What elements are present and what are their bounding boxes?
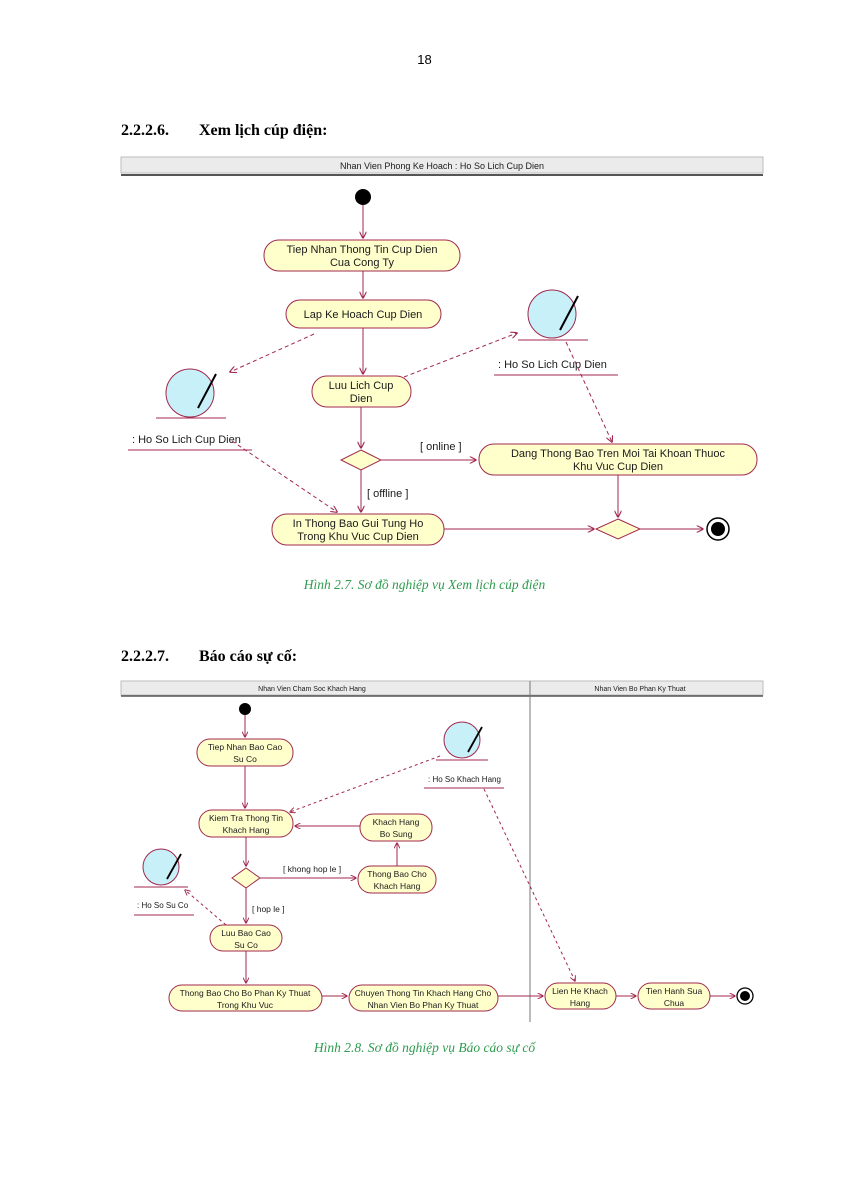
- action-label: Khach Hang: [223, 825, 270, 835]
- action-label: Luu Bao Cao: [221, 928, 271, 938]
- action-label: Hang: [570, 998, 591, 1008]
- action-label: Bo Sung: [380, 829, 413, 839]
- swimlane-label: Nhan Vien Phong Ke Hoach : Ho So Lich Cu…: [340, 161, 544, 171]
- action-khach-hang-bo-sung: [359, 813, 433, 842]
- action-label: Dang Thong Bao Tren Moi Tai Khoan Thuoc: [511, 448, 726, 460]
- action-label: Tiep Nhan Thong Tin Cup Dien: [286, 244, 437, 256]
- action-label: Thong Bao Cho: [367, 869, 427, 879]
- page-number: 18: [417, 52, 432, 67]
- swimlane-header: [120, 680, 764, 696]
- action-label: Cua Cong Ty: [330, 257, 395, 269]
- decision-node: [339, 449, 383, 471]
- object-icon: [527, 289, 577, 339]
- action-label: Dien: [350, 393, 373, 405]
- object-icon: [443, 721, 481, 759]
- object-ho-so-lich-right: : Ho So Lich Cup Dien: [498, 359, 607, 371]
- guard-offline: [ offline ]: [367, 488, 408, 500]
- section-heading-xem-lich: 2.2.2.6. Xem lịch cúp điện:: [121, 122, 327, 140]
- section-title: Báo cáo sự cố:: [199, 648, 298, 665]
- action-label: Lien He Khach: [552, 986, 608, 996]
- activity-diagram-xem-lich: Nhan Vien Phong Ke Hoach : Ho So Lich Cu…: [120, 156, 764, 546]
- action-label: Tiep Nhan Bao Cao: [208, 742, 283, 752]
- action-label: Thong Bao Cho Bo Phan Ky Thuat: [180, 988, 311, 998]
- swimlane-header: [120, 156, 764, 174]
- activity-diagram-bao-cao-su-co: Nhan Vien Cham Soc Khach Hang Nhan Vien …: [120, 680, 764, 1022]
- decision-node: [231, 867, 261, 889]
- section-heading-bao-cao: 2.2.2.7. Báo cáo sự cố:: [121, 648, 297, 666]
- action-label: Su Co: [234, 940, 258, 950]
- action-label: Tien Hanh Sua: [646, 986, 703, 996]
- swimlane-label-left: Nhan Vien Cham Soc Khach Hang: [258, 686, 366, 693]
- action-label: Trong Khu Vuc Cup Dien: [297, 531, 418, 543]
- figure-caption-2-7: Hình 2.7. Sơ đồ nghiệp vụ Xem lịch cúp đ…: [303, 577, 546, 592]
- action-label: Luu Lich Cup: [329, 380, 394, 392]
- action-chuyen-thong-tin: [348, 984, 499, 1012]
- action-label: Trong Khu Vuc: [217, 1000, 274, 1010]
- action-label: Khu Vuc Cup Dien: [573, 461, 663, 473]
- initial-node: [355, 189, 371, 205]
- action-label: In Thong Bao Gui Tung Ho: [293, 518, 424, 530]
- object-ho-so-su-co: : Ho So Su Co: [137, 901, 189, 910]
- guard-hop-le: [ hop le ]: [252, 904, 285, 914]
- object-ho-so-lich-left: : Ho So Lich Cup Dien: [132, 434, 241, 446]
- action-thong-bao-bo-phan-ky-thuat: [168, 984, 323, 1012]
- action-label: Lap Ke Hoach Cup Dien: [304, 309, 423, 321]
- action-label: Chua: [664, 998, 685, 1008]
- object-icon: [165, 368, 215, 418]
- action-tiep-nhan-thong-tin: [263, 239, 461, 272]
- action-label: Khach Hang: [374, 881, 421, 891]
- action-label: Su Co: [233, 754, 257, 764]
- object-icon: [142, 848, 180, 886]
- action-label: Khach Hang: [373, 817, 420, 827]
- guard-online: [ online ]: [420, 441, 462, 453]
- object-ho-so-khach-hang: : Ho So Khach Hang: [428, 775, 501, 784]
- initial-node: [239, 703, 251, 715]
- action-label: Kiem Tra Thong Tin: [209, 813, 283, 823]
- guard-khong-hop-le: [ khong hop le ]: [283, 864, 341, 874]
- section-title: Xem lịch cúp điện:: [199, 122, 328, 139]
- merge-node: [594, 518, 642, 540]
- swimlane-label-right: Nhan Vien Bo Phan Ky Thuat: [594, 686, 685, 693]
- section-number: 2.2.2.7.: [121, 648, 169, 665]
- section-number: 2.2.2.6.: [121, 122, 169, 139]
- action-label: Nhan Vien Bo Phan Ky Thuat: [368, 1000, 479, 1010]
- action-label: Chuyen Thong Tin Khach Hang Cho: [355, 988, 492, 998]
- figure-caption-2-8: Hình 2.8. Sơ đồ nghiệp vụ Báo cáo sự cố: [313, 1040, 536, 1055]
